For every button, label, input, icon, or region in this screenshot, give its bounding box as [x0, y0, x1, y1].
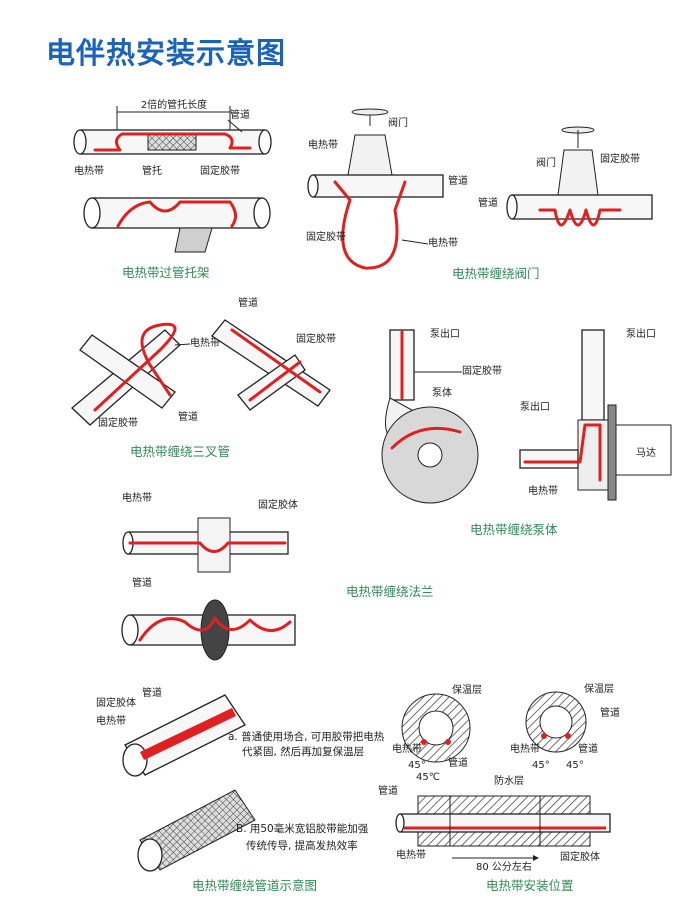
- insulation-layer: [417, 831, 591, 847]
- spacing-label: 80 公分左右: [476, 860, 532, 873]
- page-title: 电伴热安装示意图: [46, 36, 287, 70]
- heater-cable: [333, 180, 407, 270]
- outlet-label-3: 泵出口: [520, 400, 550, 413]
- pipe-label-2: 管道: [478, 196, 498, 209]
- pipe-section: [539, 705, 573, 739]
- tape-label: 固定胶带: [98, 416, 138, 429]
- heater-cable: [523, 423, 602, 482]
- pipe-label: 管道: [178, 410, 198, 423]
- body-label: 泵体: [432, 387, 452, 399]
- insulation-label: 保温层: [452, 683, 482, 696]
- caption-position: 电热带安装位置: [486, 878, 574, 893]
- valve-diagram: 阀门 电热带 管道 固定胶带 电热带 阀门 固定胶带 管道 电热带缠绕阀门: [306, 108, 653, 281]
- heater-label: 电热带: [74, 164, 104, 177]
- fixture-label: 固定胶体: [96, 696, 136, 709]
- pump-body: [577, 419, 609, 491]
- heater-cable: [93, 132, 252, 152]
- heater-label: 电热带: [190, 336, 220, 349]
- tape-label: 固定胶带: [200, 164, 240, 177]
- tee-diagram: 电热带 管道 固定胶带 管道 固定胶带 电热带缠绕三叉管: [71, 296, 336, 459]
- heater-label: 电热带: [122, 491, 152, 504]
- heater-cable: [93, 322, 177, 412]
- heater-label: 电热带: [96, 714, 126, 727]
- pipe-section: [418, 710, 454, 746]
- pipe: [581, 329, 605, 421]
- tape-label-2: 固定胶带: [600, 152, 640, 165]
- motor: [615, 424, 672, 476]
- heater-label-2: 电热带: [428, 236, 458, 249]
- motor-label: 马达: [636, 447, 656, 459]
- heater-label-2: 电热带: [510, 742, 540, 755]
- valve-body: [557, 149, 599, 196]
- pipe-label-2: 管道: [238, 296, 258, 309]
- pipe-support-diagram: 2倍的管托长度 管道 电热带 管托 固定胶带 电热带过管托架: [73, 98, 272, 280]
- valve-body: [347, 134, 393, 176]
- pipe-label-4: 管道: [378, 784, 398, 797]
- note-a-line-2: 代紧固, 然后再加复保温层: [242, 745, 364, 758]
- pipe-support: [174, 227, 213, 253]
- support-label: 管托: [142, 164, 162, 177]
- fixture-label: 固定胶体: [258, 498, 298, 511]
- flange-diagram: 电热带 固定胶体 管道 电热带缠绕法兰: [121, 491, 434, 661]
- pipe-label: 管道: [230, 108, 250, 121]
- pipe-support: [147, 133, 197, 151]
- outlet-label-2: 泵出口: [626, 327, 656, 340]
- caption-pipe-support: 电热带过管托架: [122, 265, 210, 280]
- caption-valve: 电热带缠绕阀门: [452, 266, 540, 281]
- outlet-label: 泵出口: [430, 327, 460, 340]
- heater-label-3: 电热带: [396, 848, 426, 861]
- valve-handwheel: [351, 108, 389, 116]
- note-b-line-2: 传统传导, 提高发热效率: [246, 839, 358, 852]
- position-diagram: 保温层 电热带 管道 45° 45℃ 保温层 管道 电热带 管道 45° 45°: [378, 682, 620, 893]
- heater-dot: [421, 739, 427, 745]
- fixture-label: 固定胶体: [560, 850, 600, 863]
- pipe-label: 管道: [142, 686, 162, 699]
- pipe: [312, 174, 444, 198]
- heater-cable: [230, 328, 322, 402]
- pipe-label: 管道: [448, 756, 468, 769]
- heater-dot: [565, 733, 571, 739]
- heater-cable: [538, 208, 622, 227]
- waterproof-label: 防水层: [494, 774, 524, 787]
- valve-label-2: 阀门: [536, 156, 556, 169]
- heater-label: 电热带: [308, 138, 338, 151]
- angle-1: 45°: [408, 760, 426, 771]
- pipe: [519, 449, 579, 469]
- heater-cable: [390, 426, 462, 450]
- note-b-line-1: B. 用50毫米宽铝胶带能加强: [236, 822, 369, 835]
- heater-dot: [541, 733, 547, 739]
- heater-cable: [128, 541, 287, 553]
- caption-tee: 电热带缠绕三叉管: [130, 444, 230, 459]
- heater-cable: [116, 200, 237, 228]
- pipe-label-2: 管道: [600, 706, 620, 719]
- pipe: [79, 334, 176, 409]
- heater-dot: [445, 739, 451, 745]
- insulation-label-2: 保温层: [584, 682, 614, 695]
- pipe: [511, 194, 653, 220]
- note-a-line-1: a. 普通使用场合, 可用胶带把电热: [228, 730, 385, 743]
- tape-label-2: 固定胶带: [296, 332, 336, 345]
- dimension-label: 2倍的管托长度: [141, 98, 207, 111]
- wrapping-diagram: 固定胶体 管道 电热带 a. 普通使用场合, 可用胶带把电热 代紧固, 然后再加…: [96, 686, 385, 893]
- angle-2: 45℃: [416, 772, 440, 783]
- caption-wrapping: 电热带缠绕管道示意图: [192, 878, 317, 893]
- tape-label: 固定胶带: [306, 230, 346, 243]
- pipe-label: 管道: [448, 174, 468, 187]
- pipe-label: 管道: [132, 576, 152, 589]
- heater-cable: [138, 616, 292, 642]
- angle-4: 45°: [566, 760, 584, 771]
- insulation-layer: [417, 795, 591, 815]
- heater-label: 电热带: [528, 484, 558, 497]
- tape-label: 固定胶带: [462, 364, 502, 377]
- caption-flange: 电热带缠绕法兰: [346, 584, 434, 599]
- caption-pump: 电热带缠绕泵体: [470, 522, 558, 537]
- pipe-label-3: 管道: [578, 742, 598, 755]
- angle-3: 45°: [532, 760, 550, 771]
- heater-label: 电热带: [392, 742, 422, 755]
- valve-label: 阀门: [388, 116, 408, 129]
- heater-cable: [140, 708, 236, 760]
- pump-diagram: 泵出口 固定胶带 泵体 泵出口 泵出口 马达 电热带 电热带缠绕泵体: [381, 327, 672, 537]
